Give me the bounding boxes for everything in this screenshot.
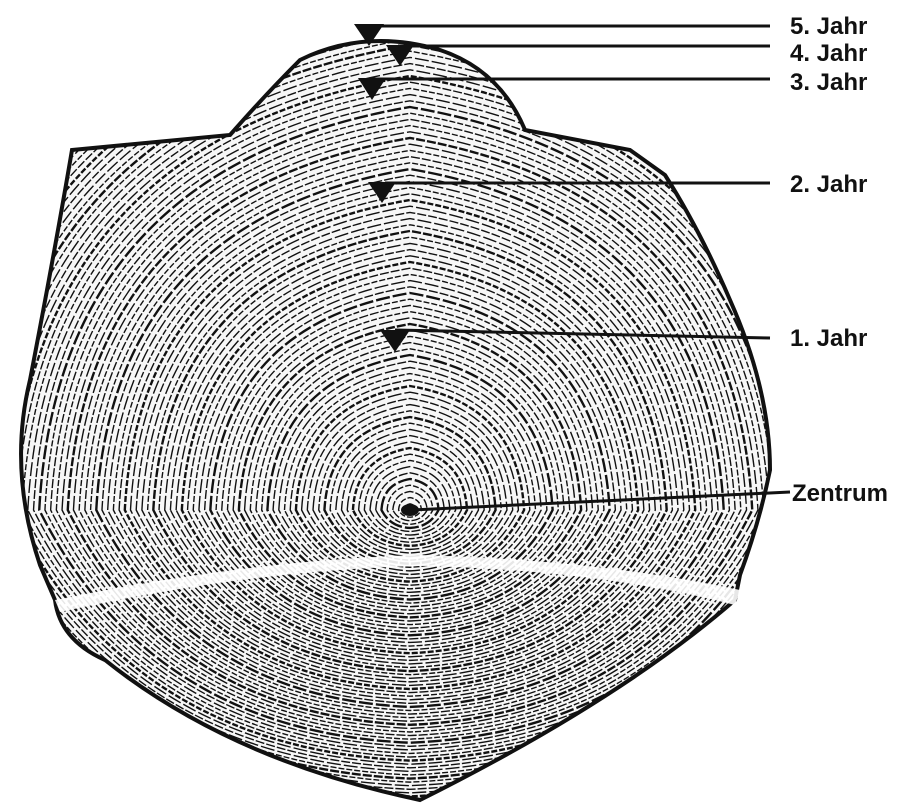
label-year1: 1. Jahr xyxy=(790,325,867,352)
label-year3: 3. Jahr xyxy=(790,69,867,96)
label-year5: 5. Jahr xyxy=(790,13,867,40)
annotation-labels: 5. Jahr 4. Jahr 3. Jahr 2. Jahr 1. Jahr … xyxy=(790,13,888,507)
label-year2: 2. Jahr xyxy=(790,171,867,198)
label-year4: 4. Jahr xyxy=(790,40,867,67)
label-center: Zentrum xyxy=(792,480,888,507)
